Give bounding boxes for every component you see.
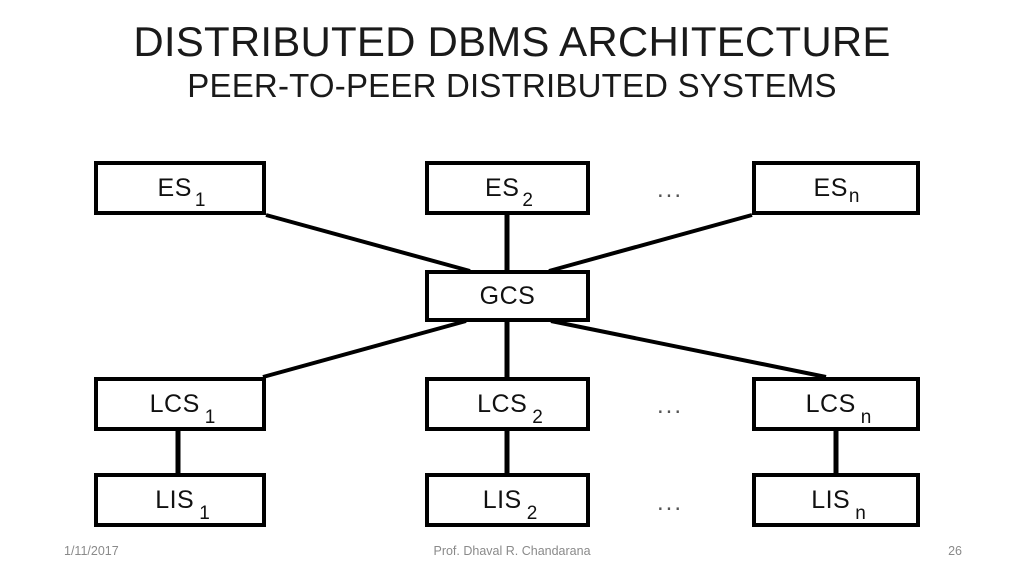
footer-page-number: 26 (948, 544, 962, 558)
node-esn[interactable]: ESn (752, 161, 920, 215)
page-subtitle: PEER-TO-PEER DISTRIBUTED SYSTEMS (187, 67, 837, 105)
node-gcs[interactable]: GCS (425, 270, 590, 322)
footer-date: 1/11/2017 (64, 544, 119, 558)
page-title: DISTRIBUTED DBMS ARCHITECTURE (133, 18, 891, 65)
node-esn-label: ESn (813, 173, 860, 207)
node-gcs-label: GCS (479, 281, 536, 310)
footer-author: Prof. Dhaval R. Chandarana (433, 544, 591, 558)
edge-gcs-lcsn (550, 319, 827, 379)
edge-gcs-lcs1 (262, 319, 467, 379)
edge-es1-gcs (265, 213, 471, 273)
ellipsis-lis-row: ... (657, 489, 684, 516)
slide-footer: 1/11/2017 Prof. Dhaval R. Chandarana 26 (0, 544, 1024, 562)
edge-esn-gcs (548, 213, 753, 273)
ellipsis-es-row: ... (657, 176, 684, 203)
title-block: DISTRIBUTED DBMS ARCHITECTURE PEER-TO-PE… (0, 18, 1024, 105)
ellipsis-lcs-row: ... (657, 392, 684, 419)
